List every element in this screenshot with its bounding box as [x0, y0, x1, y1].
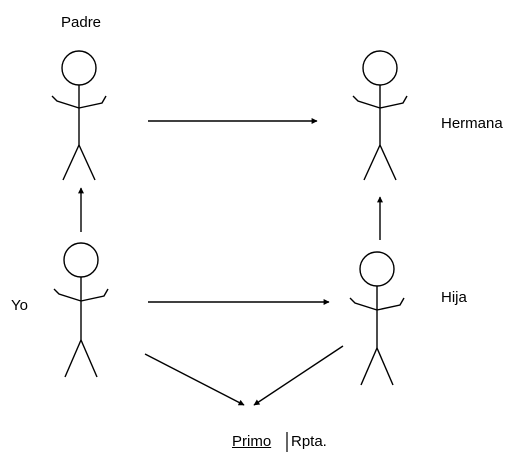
arrow-hija-to-primo	[253, 345, 344, 406]
yo-stick-figure	[53, 242, 109, 378]
arrow-yo-to-primo	[144, 353, 245, 406]
hija-label: Hija	[441, 289, 467, 306]
hermana-stick-figure	[352, 50, 408, 181]
padre-label: Padre	[61, 14, 102, 31]
padre-stick-figure	[51, 50, 107, 181]
hermana-label: Hermana	[441, 115, 503, 132]
hija-stick-figure	[349, 251, 405, 386]
rpta-label: Rpta.	[291, 433, 327, 450]
yo-label: Yo	[11, 297, 28, 314]
primo-answer: Primo	[232, 433, 272, 450]
